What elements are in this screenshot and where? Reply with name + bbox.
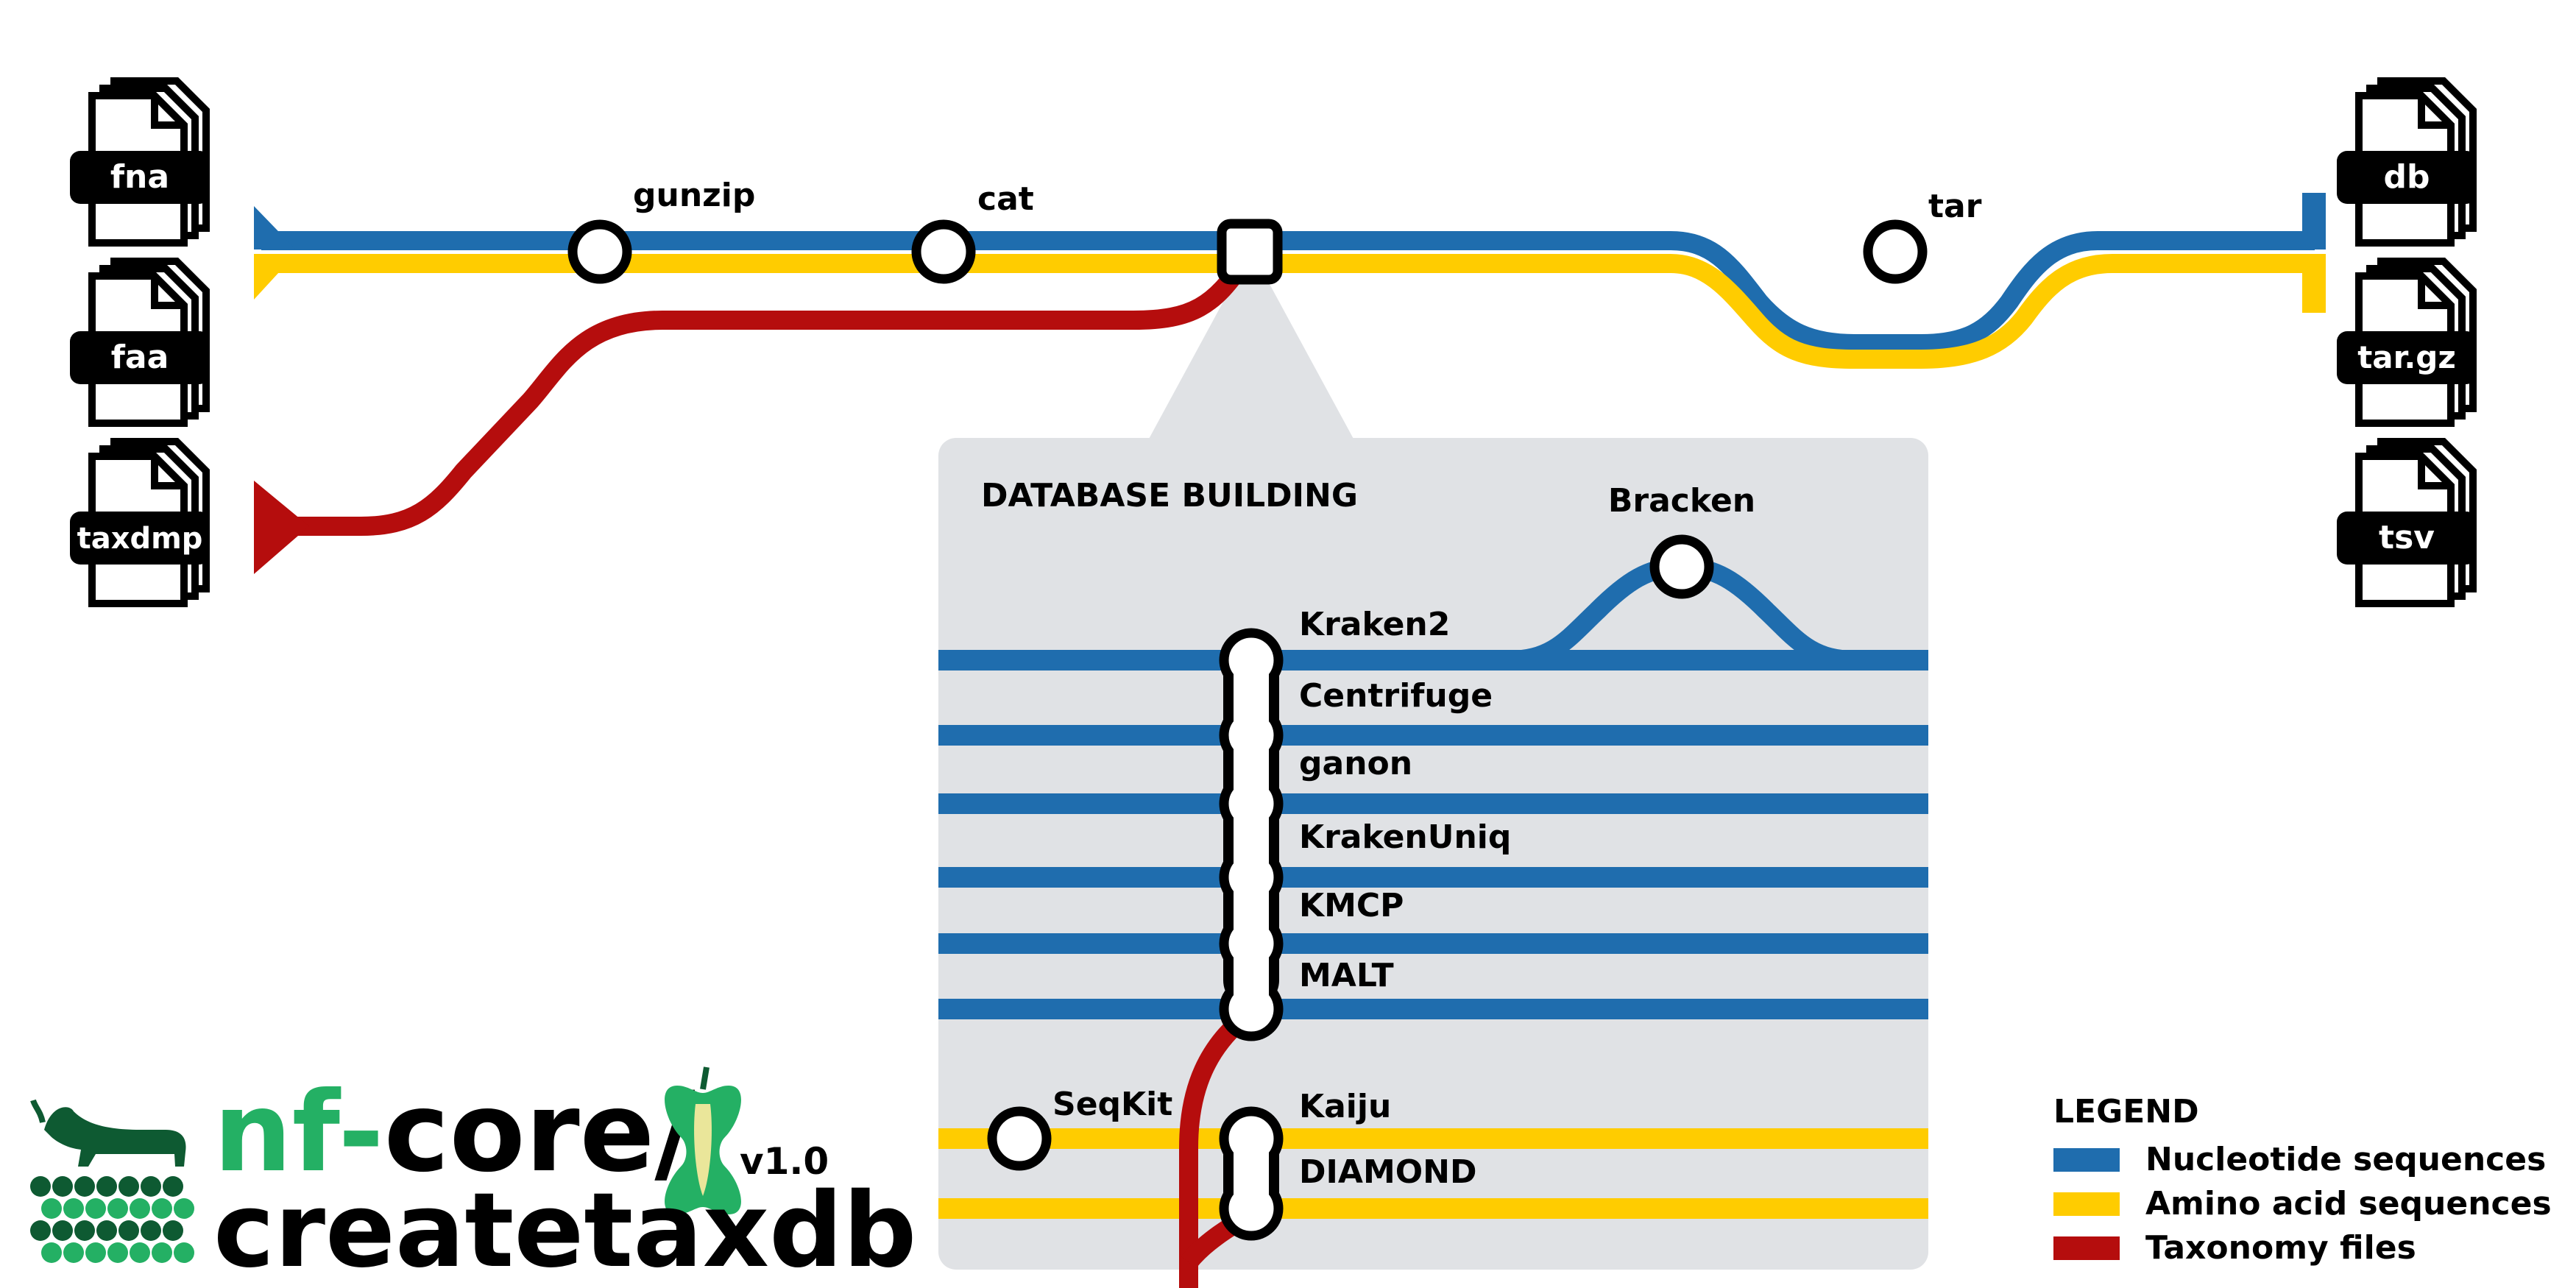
diamond-label: DIAMOND (1299, 1153, 1476, 1191)
centrifuge-line (938, 725, 1928, 746)
krakenuniq-line (938, 867, 1928, 888)
faa-label: faa (111, 339, 169, 376)
kmcp-label: KMCP (1299, 887, 1404, 924)
panel-background (938, 438, 1928, 1270)
cat-label: cat (977, 180, 1034, 218)
kmcp-line (938, 933, 1928, 954)
kaiju-line (938, 1128, 1928, 1149)
seqkit-label: SeqKit (1052, 1086, 1172, 1123)
fna-label: fna (110, 158, 169, 196)
dachshund-icon (30, 1099, 186, 1167)
taxonomy-main-line (261, 255, 1252, 536)
output-files: db tar.gz tsv (2337, 77, 2477, 607)
database-panel (938, 250, 1928, 1270)
legend: LEGEND Nucleotide sequences Amino acid s… (2053, 1093, 2552, 1267)
database-building-station (1217, 219, 1283, 285)
legend-amino-swatch (2053, 1192, 2120, 1216)
taxonomy-line-start (254, 481, 309, 574)
bracken-station (1649, 534, 1714, 599)
kaiju-label: Kaiju (1299, 1088, 1391, 1125)
kraken2-line (938, 650, 1928, 670)
tar-station (1863, 219, 1928, 284)
legend-title: LEGEND (2053, 1093, 2199, 1130)
cat-station (911, 219, 976, 284)
amino-line-start (254, 254, 296, 300)
db-label: db (2384, 158, 2430, 196)
targz-file-icon: tar.gz (2337, 258, 2477, 427)
krakenuniq-label: KrakenUniq (1299, 818, 1511, 856)
tsv-label: tsv (2379, 519, 2435, 556)
targz-label: tar.gz (2357, 339, 2456, 375)
malt-line (938, 999, 1928, 1019)
ganon-label: ganon (1299, 745, 1412, 782)
db-file-icon: db (2337, 77, 2477, 247)
tar-label: tar (1928, 188, 1982, 225)
legend-taxonomy-swatch (2053, 1236, 2120, 1260)
taxdmp-file-icon: taxdmp (70, 438, 210, 607)
diamond-line (938, 1198, 1928, 1219)
legend-taxonomy-label: Taxonomy files (2145, 1229, 2416, 1267)
input-files: fna faa taxdmp (70, 77, 210, 607)
logo-core: core/ (384, 1069, 696, 1197)
panel-pointer (1148, 250, 1354, 440)
legend-nucleotide-label: Nucleotide sequences (2145, 1141, 2546, 1178)
legend-nucleotide-swatch (2053, 1148, 2120, 1172)
apple-core-icon (665, 1066, 741, 1214)
malt-label: MALT (1299, 957, 1394, 994)
ganon-line (938, 793, 1928, 814)
faa-file-icon: faa (70, 258, 210, 427)
nucleotide-main-line (261, 231, 2315, 353)
nucleotide-tool-stations (1219, 628, 1284, 1041)
logo-pipeline-name: createtaxdb (213, 1171, 916, 1288)
logo-title-line1: nf-core/ (213, 1069, 695, 1197)
panel-contents: DATABASE BUILDING (938, 477, 1928, 1288)
fna-file-icon: fna (70, 77, 210, 247)
logo-dash: - (338, 1069, 383, 1197)
bead-rows-icon (30, 1176, 194, 1263)
amino-line-end (2302, 254, 2326, 313)
gunzip-station (567, 219, 632, 284)
amino-acid-main-line (261, 254, 2315, 369)
seqkit-station (987, 1106, 1052, 1171)
kraken2-label: Kraken2 (1299, 606, 1450, 643)
logo-version: v1.0 (740, 1140, 829, 1183)
legend-amino-label: Amino acid sequences (2145, 1185, 2552, 1222)
panel-title: DATABASE BUILDING (981, 477, 1358, 514)
main-lines (254, 193, 2326, 574)
taxdmp-label: taxdmp (77, 522, 203, 556)
gunzip-label: gunzip (633, 177, 755, 214)
main-stations: gunzip cat tar (567, 177, 1982, 285)
logo-nf: nf (213, 1069, 342, 1197)
tsv-file-icon: tsv (2337, 438, 2477, 607)
nucleotide-line-end (2302, 193, 2326, 250)
amino-tool-stations (1219, 1106, 1284, 1241)
centrifuge-label: Centrifuge (1299, 677, 1493, 715)
nf-core-logo: nf-core/ v1.0 createtaxdb (30, 1066, 916, 1288)
bracken-label: Bracken (1608, 482, 1755, 520)
nucleotide-line-start (254, 206, 296, 250)
